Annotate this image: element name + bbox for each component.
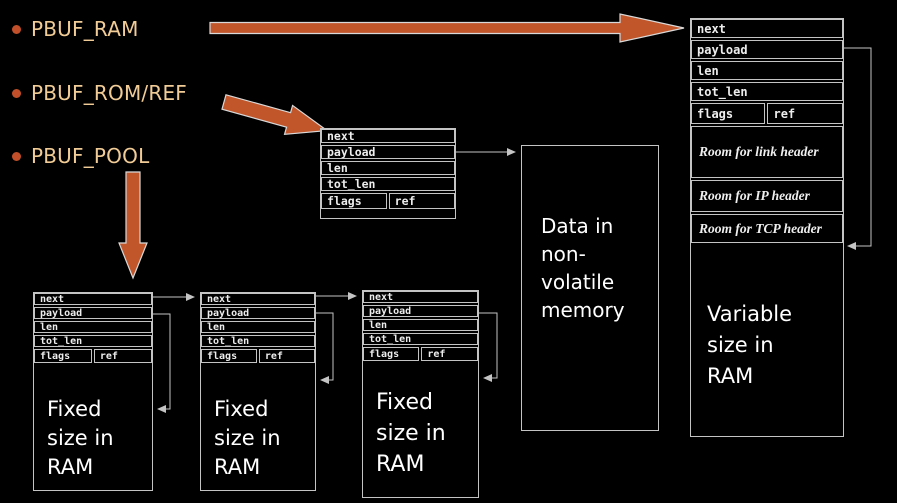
field-row-payload: payload: [34, 307, 152, 319]
field-row-len: len: [363, 319, 478, 331]
field-cell-flags: flags: [363, 347, 420, 361]
field-row-tot-len: tot_len: [321, 177, 455, 191]
field-label: len: [369, 319, 388, 331]
field-label: flags: [369, 348, 400, 360]
field-row-next: next: [34, 293, 152, 305]
bullet-label: PBUF_RAM: [31, 17, 139, 41]
field-label: len: [40, 321, 59, 333]
pbuf-ram-struct: next payload len tot_len flags ref Room …: [690, 18, 844, 437]
field-label: payload: [697, 42, 748, 57]
pool3-payload-pointer-line: [479, 312, 498, 382]
field-cell-ref: ref: [767, 103, 843, 124]
field-cell-ref: ref: [93, 349, 152, 363]
field-cell-flags: flags: [321, 193, 387, 209]
bullet-label: PBUF_POOL: [31, 144, 150, 168]
field-label: payload: [369, 305, 412, 317]
fixed-size-note: Fixed size in RAM: [214, 397, 281, 479]
bullet-item-pbuf-rom-ref: PBUF_ROM/REF: [12, 81, 187, 105]
field-label: ref: [773, 106, 796, 121]
field-row-next: next: [201, 293, 315, 305]
field-row-tot-len: tot_len: [201, 335, 315, 347]
field-label: next: [369, 291, 394, 303]
nonvolatile-memory-label: Data in non-volatile memory: [541, 214, 625, 322]
field-label: tot_len: [697, 84, 748, 99]
field-row-tot-len: tot_len: [691, 82, 843, 101]
field-label: tot_len: [327, 177, 376, 191]
room-tcp-header: Room for TCP header: [691, 214, 843, 243]
field-label: payload: [40, 307, 83, 319]
pbuf-ram-arrow-icon: [209, 13, 685, 43]
field-cell-flags: flags: [691, 103, 766, 124]
field-label: tot_len: [40, 335, 83, 347]
field-label: ref: [394, 194, 416, 208]
field-label: next: [207, 293, 232, 305]
pool1-payload-pointer-line: [153, 313, 171, 413]
bullet-dot: [12, 25, 21, 34]
bullet-label: PBUF_ROM/REF: [31, 81, 187, 105]
field-row-flags-ref: flags ref: [34, 349, 152, 363]
pbuf-rom-ref-arrow-icon: [221, 94, 329, 136]
field-label: payload: [327, 145, 376, 159]
field-label: flags: [40, 350, 71, 362]
room-link-header: Room for link header: [691, 126, 843, 178]
field-label: tot_len: [369, 333, 412, 345]
field-row-len: len: [691, 61, 843, 80]
field-row-next: next: [691, 19, 843, 38]
bullet-dot: [12, 89, 21, 98]
field-label: len: [697, 63, 719, 78]
nonvolatile-memory-box: Data in non-volatile memory: [521, 145, 659, 431]
pool-struct-1: next payload len tot_len flags ref Fixed…: [33, 292, 153, 491]
field-row-len: len: [201, 321, 315, 333]
field-label: flags: [207, 350, 238, 362]
field-label: payload: [207, 307, 250, 319]
ram-payload-pointer-line: [843, 47, 872, 250]
field-row-next: next: [363, 291, 478, 303]
pbuf-pool-arrow-icon: [118, 171, 148, 280]
fixed-size-note: Fixed size in RAM: [376, 390, 446, 477]
field-label: ref: [427, 348, 446, 360]
pool2-payload-pointer-line: [316, 312, 334, 384]
room-ip-header: Room for IP header: [691, 180, 843, 212]
variable-size-note: Variable size in RAM: [707, 302, 793, 388]
field-row-len: len: [321, 161, 455, 175]
field-row-len: len: [34, 321, 152, 333]
field-label: tot_len: [207, 335, 250, 347]
field-label: flags: [327, 194, 362, 208]
field-cell-ref: ref: [258, 349, 315, 363]
field-label: ref: [99, 350, 118, 362]
field-row-tot-len: tot_len: [34, 335, 152, 347]
field-row-payload: payload: [201, 307, 315, 319]
field-label: next: [40, 293, 65, 305]
field-label: flags: [697, 106, 734, 121]
field-cell-ref: ref: [388, 193, 455, 209]
field-row-flags-ref: flags ref: [363, 347, 478, 361]
field-row-payload: payload: [691, 40, 843, 59]
field-label: len: [207, 321, 226, 333]
fixed-size-note: Fixed size in RAM: [47, 397, 114, 479]
bullet-item-pbuf-ram: PBUF_RAM: [12, 17, 139, 41]
field-row-tot-len: tot_len: [363, 333, 478, 345]
field-row-flags-ref: flags ref: [691, 103, 843, 124]
field-cell-flags: flags: [201, 349, 257, 363]
field-row-next: next: [321, 129, 455, 143]
pbuf-rom-ref-struct: next payload len tot_len flags ref: [320, 128, 456, 219]
field-row-payload: payload: [321, 145, 455, 159]
bullet-item-pbuf-pool: PBUF_POOL: [12, 144, 149, 168]
field-cell-flags: flags: [34, 349, 92, 363]
bullet-dot: [12, 152, 21, 161]
field-cell-ref: ref: [421, 347, 478, 361]
pool-struct-3: next payload len tot_len flags ref Fixed…: [362, 290, 479, 498]
field-label: ref: [264, 350, 283, 362]
field-label: next: [697, 21, 726, 36]
field-row-flags-ref: flags ref: [201, 349, 315, 363]
field-label: next: [327, 129, 355, 143]
pool-struct-2: next payload len tot_len flags ref Fixed…: [200, 292, 316, 491]
field-row-flags-ref: flags ref: [321, 193, 455, 209]
field-label: len: [327, 161, 348, 175]
field-row-payload: payload: [363, 305, 478, 317]
